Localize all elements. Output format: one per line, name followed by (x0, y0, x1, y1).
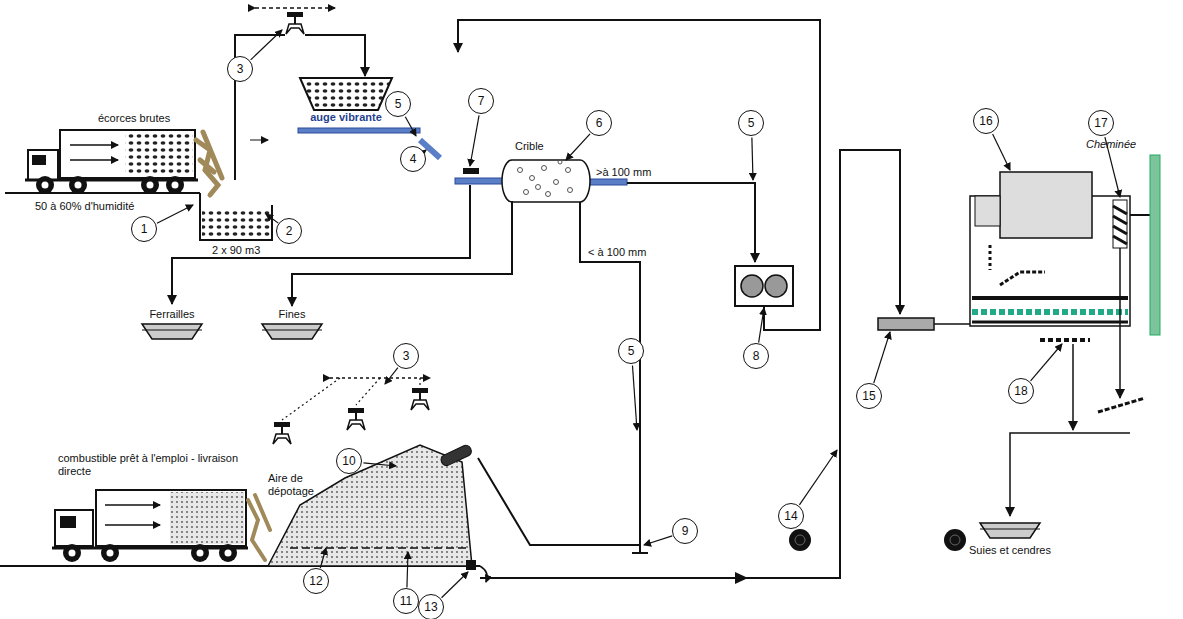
node-label: Suies et cendres (955, 544, 1065, 557)
callout-number: 14 (778, 503, 804, 529)
callout-number: 11 (393, 588, 419, 614)
callout-number: 2 (276, 218, 302, 244)
leader-line (566, 134, 590, 160)
bin-node: Ferrailles (130, 308, 214, 341)
callout-number: 7 (468, 88, 494, 114)
bin-symbol (978, 520, 1042, 540)
callout-number: 13 (418, 594, 444, 619)
bin-symbol (140, 321, 204, 341)
process-label: >à 100 mm (596, 166, 651, 179)
leader-line (993, 134, 1010, 170)
callout-number: 8 (743, 343, 769, 369)
process-label: 50 à 60% d'humidité (35, 200, 134, 213)
callout-number: 6 (586, 110, 612, 136)
leader-line (251, 30, 282, 60)
leader-line (442, 572, 468, 598)
callout-number: 5 (385, 91, 411, 117)
process-label: Aire de dépotage (268, 472, 338, 498)
process-label: écorces brutes (98, 112, 170, 125)
leader-line (644, 536, 672, 545)
callout-number: 15 (856, 383, 882, 409)
callout-number: 3 (227, 56, 253, 82)
process-label: combustible prêt à l'emploi - livraison … (58, 452, 243, 478)
node-label: Fines (250, 308, 334, 321)
leader-line (405, 117, 416, 136)
leader-line (874, 332, 890, 383)
callout-number: 4 (400, 146, 426, 172)
leader-line (157, 205, 193, 223)
process-label: Cheminée (1086, 138, 1136, 151)
callout-number: 3 (393, 343, 419, 369)
trough-node: auge vibrante (290, 74, 402, 124)
node-label: Crible (495, 140, 600, 153)
leader-line (266, 214, 278, 223)
leader-line (752, 137, 753, 180)
callout-number: 18 (1008, 378, 1034, 404)
process-label: 2 x 90 m3 (212, 244, 260, 257)
bin-symbol (260, 321, 324, 341)
screen-node: Crible (495, 140, 600, 203)
leader-line (320, 548, 326, 568)
callout-number: 16 (973, 108, 999, 134)
flow-connector (292, 201, 512, 306)
leader-line (363, 463, 396, 466)
node-label: auge vibrante (290, 111, 402, 124)
callout-number: 9 (672, 518, 698, 544)
leader-line (799, 450, 837, 505)
process-label: < à 100 mm (588, 246, 646, 259)
callout-number: 17 (1088, 110, 1114, 136)
leader-line (385, 368, 398, 384)
callout-number: 12 (303, 568, 329, 594)
bin-node: Fines (250, 308, 334, 341)
leader-line (759, 308, 764, 343)
leader-line (470, 115, 479, 166)
callout-number: 5 (738, 110, 764, 136)
callout-number: 1 (131, 216, 157, 242)
leader-line (632, 365, 637, 430)
callout-number: 10 (336, 448, 362, 474)
callout-number: 5 (618, 338, 644, 364)
vibrating-trough (298, 74, 394, 112)
bin-node: Suies et cendres (955, 520, 1065, 557)
leader-line (407, 552, 408, 588)
leader-line (425, 150, 426, 151)
leader-line (1031, 344, 1062, 381)
node-label: Ferrailles (130, 308, 214, 321)
